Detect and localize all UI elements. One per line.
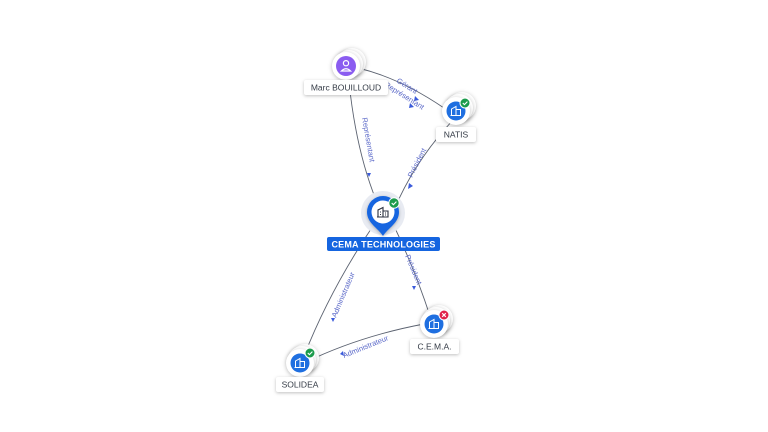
check-icon: [462, 101, 468, 106]
arrow-marker: [414, 96, 419, 101]
arrow-marker: [409, 103, 414, 108]
node-label-bg: [436, 127, 476, 142]
node-label-bg: [276, 377, 324, 392]
close-icon: [441, 312, 447, 318]
node-label-cema-technologies: CEMA TECHNOLOGIES: [331, 239, 435, 249]
status-active-icon: [459, 97, 471, 109]
main-node-label-bg: [327, 237, 440, 251]
arrow-marker: [408, 183, 413, 189]
edge-cematech-cema[interactable]: [393, 225, 431, 317]
node-solidea[interactable]: SOLIDEA: [276, 344, 324, 392]
arrow-marker: [367, 173, 371, 177]
node-label-marc: Marc BOUILLOUD: [311, 83, 381, 93]
building-icon: [294, 357, 305, 368]
check-icon: [391, 201, 397, 206]
arrow-marker: [412, 286, 416, 290]
person-icon: [339, 60, 353, 72]
check-icon: [307, 351, 313, 356]
status-active-icon: [388, 197, 400, 209]
edge-label-administrateur-cema: Administrateur: [341, 333, 390, 360]
arrow-marker: [331, 318, 335, 322]
node-label-bg: [410, 339, 459, 354]
node-label-natis: NATIS: [444, 130, 469, 140]
status-active-icon: [304, 347, 316, 359]
node-label-bg: [304, 80, 388, 95]
edge-arrows: [331, 96, 419, 356]
building-icon: [428, 318, 439, 329]
node-cema[interactable]: C.E.M.A.: [410, 305, 459, 354]
node-label-solidea: SOLIDEA: [282, 380, 319, 390]
edge-label-president-natis: Président: [406, 146, 429, 179]
edge-label-administrateur-solidea: Administrateur: [330, 270, 357, 318]
edge-label-president-cema: Président: [403, 253, 424, 287]
node-cema-technologies[interactable]: CEMA TECHNOLOGIES: [327, 191, 440, 251]
arrow-marker: [340, 351, 344, 356]
node-marc-bouilloud[interactable]: Marc BOUILLOUD: [304, 48, 388, 95]
edge-marc-natis[interactable]: [357, 67, 445, 109]
node-natis[interactable]: NATIS: [436, 92, 476, 142]
node-label-cema: C.E.M.A.: [417, 342, 451, 352]
edge-label-representant-cematech: Représentant: [360, 117, 377, 164]
building-icon: [377, 206, 389, 218]
edge-marc-cematech[interactable]: [348, 81, 377, 201]
building-icon: [450, 105, 461, 116]
